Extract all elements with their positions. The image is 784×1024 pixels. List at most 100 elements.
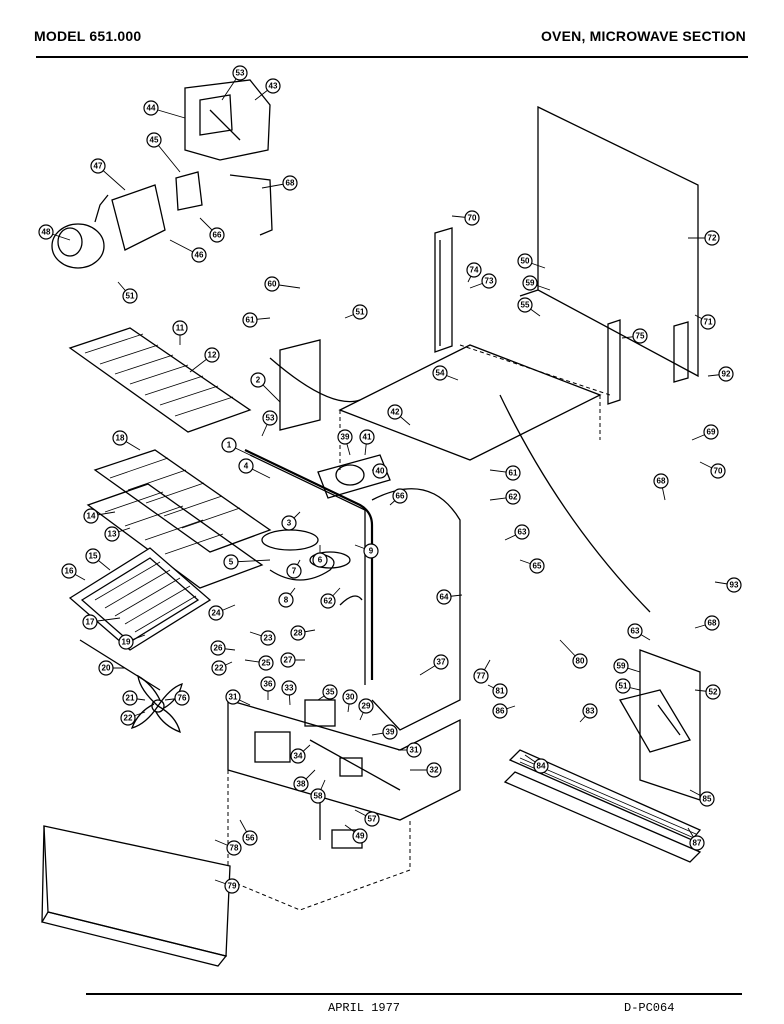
part-callout-81: 81 — [487, 683, 508, 699]
callout-circle — [359, 429, 375, 445]
part-callout-74: 74 — [466, 262, 482, 283]
callout-circle — [653, 473, 669, 489]
part-callout-25: 25 — [244, 655, 274, 671]
callout-label: 13 — [108, 530, 117, 539]
callout-circle — [364, 811, 380, 827]
part-callout-18: 18 — [112, 430, 141, 451]
callout-circle — [262, 410, 278, 426]
part-callout-19: 19 — [118, 634, 146, 650]
callout-circle — [352, 304, 368, 320]
part-callout-38: 38 — [293, 769, 316, 792]
callout-label: 24 — [212, 609, 221, 618]
part-callout-70: 70 — [451, 210, 480, 226]
part-callout-61: 61 — [489, 465, 521, 481]
part-callout-21: 21 — [122, 690, 146, 706]
callout-label: 62 — [324, 597, 333, 606]
callout-label: 42 — [391, 408, 400, 417]
part-callout-68: 68 — [653, 473, 669, 501]
callout-circle — [172, 320, 188, 336]
callout-label: 22 — [124, 714, 133, 723]
callout-circle — [613, 658, 629, 674]
part-callout-48: 48 — [38, 224, 71, 241]
part-callout-41: 41 — [359, 429, 375, 456]
part-callout-86: 86 — [492, 703, 516, 719]
callout-label: 16 — [65, 567, 74, 576]
callout-circle — [432, 365, 448, 381]
callout-label: 4 — [244, 462, 249, 471]
part-callout-62: 62 — [320, 587, 341, 609]
callout-label: 77 — [477, 672, 486, 681]
callout-label: 53 — [236, 69, 245, 78]
callout-label: 68 — [657, 477, 666, 486]
callout-label: 65 — [533, 562, 542, 571]
part-callout-59: 59 — [613, 658, 641, 674]
part-callout-71: 71 — [694, 314, 716, 330]
callout-circle — [466, 262, 482, 278]
callout-circle — [122, 288, 138, 304]
callout-label: 52 — [709, 688, 718, 697]
part-callout-32: 32 — [410, 762, 442, 778]
part-callout-55: 55 — [517, 297, 541, 317]
part-callout-22: 22 — [211, 660, 233, 676]
callout-label: 36 — [264, 680, 273, 689]
part-callout-2: 2 — [250, 372, 281, 403]
part-callout-16: 16 — [61, 563, 86, 581]
callout-label: 63 — [631, 627, 640, 636]
callout-label: 76 — [178, 694, 187, 703]
callout-label: 51 — [619, 682, 628, 691]
callout-circle — [242, 312, 258, 328]
part-callout-80: 80 — [559, 639, 588, 669]
callout-label: 66 — [396, 492, 405, 501]
callout-label: 71 — [704, 318, 713, 327]
part-callout-63: 63 — [627, 623, 651, 641]
part-callout-7: 7 — [286, 559, 302, 579]
part-callout-40: 40 — [371, 463, 388, 479]
callout-circle — [90, 158, 106, 174]
callout-circle — [146, 132, 162, 148]
part-callout-35: 35 — [317, 684, 338, 701]
callout-label: 74 — [470, 266, 479, 275]
callout-circle — [582, 703, 598, 719]
callout-label: 11 — [176, 324, 185, 333]
callout-circle — [290, 625, 306, 641]
callout-label: 70 — [468, 214, 477, 223]
part-callout-9: 9 — [354, 543, 379, 559]
callout-circle — [83, 508, 99, 524]
callout-label: 87 — [693, 839, 702, 848]
callout-label: 26 — [214, 644, 223, 653]
callout-label: 78 — [230, 844, 239, 853]
part-callout-33: 33 — [281, 680, 297, 706]
exploded-parts-diagram: 5343444547687048667246507473605951557161… — [38, 65, 742, 967]
callout-circle — [226, 840, 242, 856]
callout-circle — [492, 703, 508, 719]
part-callout-51: 51 — [117, 281, 138, 304]
callout-label: 51 — [126, 292, 135, 301]
callout-label: 25 — [262, 659, 271, 668]
callout-label: 6 — [318, 556, 323, 565]
callout-label: 60 — [268, 280, 277, 289]
callout-circle — [700, 314, 716, 330]
callout-label: 61 — [509, 469, 518, 478]
revision-date: APRIL 1977 — [328, 1001, 401, 1015]
callout-circle — [118, 634, 134, 650]
callout-label: 38 — [297, 780, 306, 789]
callout-label: 64 — [440, 593, 449, 602]
rear-panel — [519, 105, 699, 378]
part-callout-64: 64 — [436, 589, 463, 605]
callout-circle — [286, 563, 302, 579]
part-callout-23: 23 — [249, 630, 276, 646]
fan-blade — [130, 674, 183, 734]
callout-label: 37 — [437, 658, 446, 667]
part-callout-31: 31 — [398, 742, 422, 758]
section-title: OVEN, MICROWAVE SECTION — [540, 28, 746, 44]
callout-circle — [224, 878, 240, 894]
callout-label: 43 — [269, 82, 278, 91]
callout-label: 84 — [537, 762, 546, 771]
callout-circle — [320, 593, 336, 609]
callout-label: 44 — [147, 104, 156, 113]
control-rail — [503, 749, 702, 863]
callout-circle — [85, 548, 101, 564]
filter-panel — [68, 547, 212, 691]
part-callout-29: 29 — [358, 698, 374, 721]
